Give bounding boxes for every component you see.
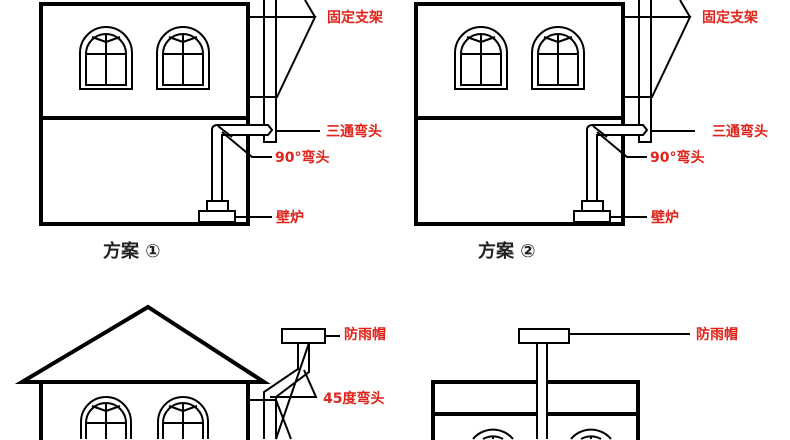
flue-with-45-elbow <box>263 342 310 440</box>
scheme-1 <box>39 0 320 226</box>
label-tee-elbow: 三通弯头 <box>326 123 382 140</box>
label-45-elbow: 45度弯头 <box>323 390 384 407</box>
rain-cap <box>518 328 570 344</box>
tee-and-elbow-pipe <box>211 124 274 205</box>
window <box>472 428 514 440</box>
house-wall <box>39 2 250 226</box>
label-fixed-bracket: 固定支架 <box>327 9 383 26</box>
fireplace-base <box>198 210 236 223</box>
label-rain-cap: 防雨帽 <box>696 326 738 343</box>
flat-roof-house <box>431 328 690 440</box>
label-fireplace: 壁炉 <box>651 209 679 226</box>
label-fireplace: 壁炉 <box>276 209 304 226</box>
scheme-1-caption: 方案 ① <box>103 240 161 262</box>
label-tee-elbow: 三通弯头 <box>712 123 768 140</box>
window <box>79 26 133 90</box>
window <box>157 396 209 440</box>
pitched-roof-house <box>14 304 340 440</box>
label-90-elbow: 90°弯头 <box>275 149 329 166</box>
vertical-flue-pipe <box>536 342 548 439</box>
vertical-flue-pipe <box>263 0 277 143</box>
scheme-2-caption: 方案 ② <box>478 240 536 262</box>
rain-cap <box>281 328 326 344</box>
scheme-2 <box>416 0 695 224</box>
window <box>156 26 210 90</box>
label-fixed-bracket: 固定支架 <box>702 9 758 26</box>
window <box>570 428 612 440</box>
label-rain-cap: 防雨帽 <box>344 326 386 343</box>
label-90-elbow: 90°弯头 <box>650 149 704 166</box>
window <box>80 396 132 440</box>
